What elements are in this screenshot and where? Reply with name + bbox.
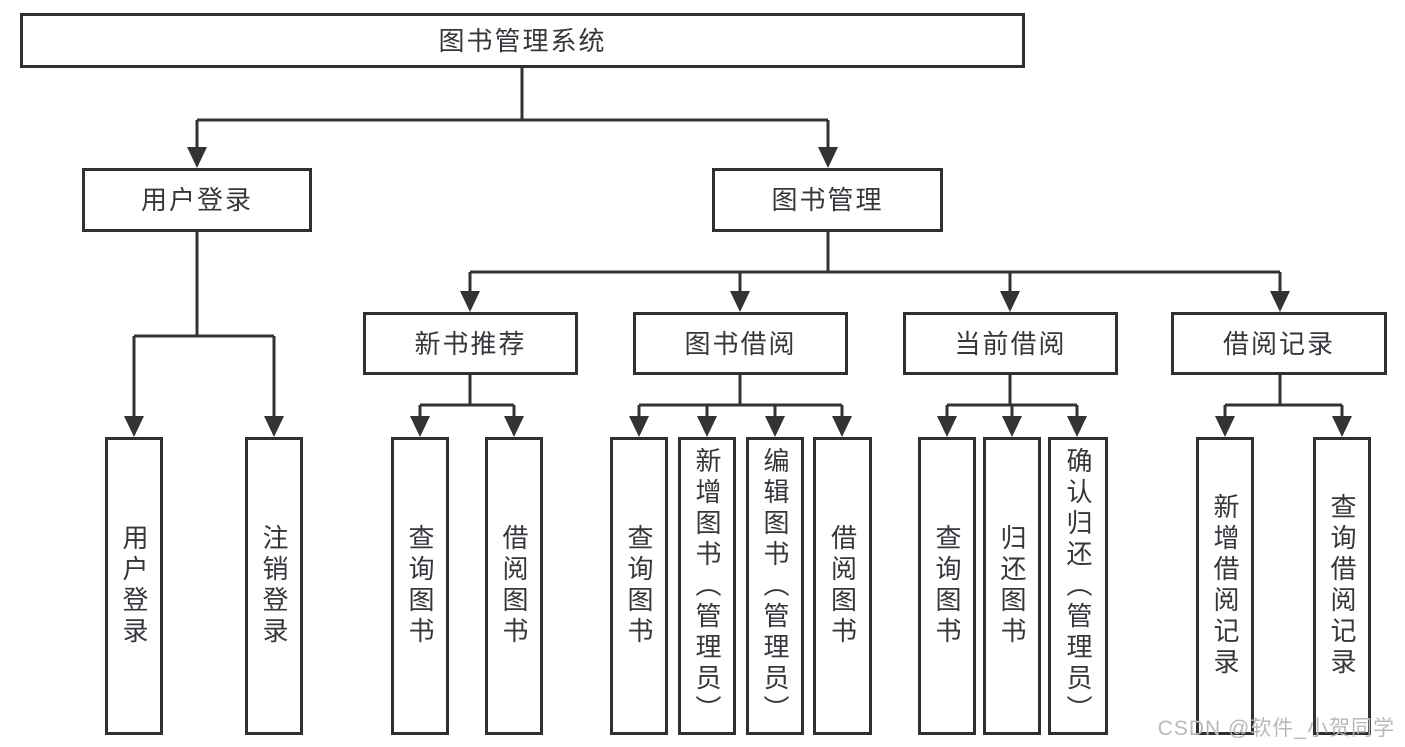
node-label: 图书借阅 — [684, 328, 797, 359]
node-label: 图书管理 — [771, 185, 884, 215]
node-label: 查询图书 — [405, 524, 435, 648]
leaf-borrow-books-borrow: 借阅图书 — [813, 437, 872, 735]
node-label: 图书管理系统 — [438, 25, 607, 56]
leaf-query-books-current: 查询图书 — [918, 437, 976, 735]
node-borrowing-records: 借阅记录 — [1171, 312, 1387, 375]
arrowhead-triangles — [124, 147, 1352, 437]
leaf-query-books-borrow: 查询图书 — [610, 437, 668, 735]
node-label: 当前借阅 — [954, 328, 1067, 359]
leaf-logout-login: 注销登录 — [245, 437, 303, 735]
node-library-management-system: 图书管理系统 — [20, 13, 1025, 68]
watermark-text: CSDN @软件_小贺同学 — [1157, 717, 1395, 740]
node-label: 查询借阅记录 — [1327, 493, 1357, 679]
leaf-borrow-books-recommend: 借阅图书 — [485, 437, 543, 735]
node-label: 查询图书 — [624, 524, 654, 648]
node-book-borrowing: 图书借阅 — [633, 312, 848, 375]
node-label: 借阅记录 — [1222, 328, 1335, 359]
leaf-return-books: 归还图书 — [983, 437, 1041, 735]
node-label: 新书推荐 — [414, 328, 527, 359]
leaf-add-borrow-record: 新增借阅记录 — [1196, 437, 1254, 735]
node-book-management: 图书管理 — [712, 168, 943, 232]
leaf-user-login: 用户登录 — [105, 437, 163, 735]
leaf-edit-books-admin: 编辑图书（管理员） — [746, 437, 804, 735]
node-label: 确认归还（管理员） — [1063, 446, 1093, 726]
node-new-book-recommend: 新书推荐 — [363, 312, 578, 375]
node-label: 注销登录 — [259, 524, 289, 648]
node-label: 编辑图书（管理员） — [760, 446, 790, 726]
leaf-query-books-recommend: 查询图书 — [391, 437, 449, 735]
node-label: 用户登录 — [119, 524, 149, 648]
leaf-confirm-return-admin: 确认归还（管理员） — [1048, 437, 1108, 735]
node-label: 用户登录 — [140, 185, 253, 215]
node-label: 新增图书（管理员） — [692, 446, 722, 726]
node-label: 借阅图书 — [827, 524, 858, 648]
node-label: 查询图书 — [932, 524, 962, 648]
node-current-borrowing: 当前借阅 — [903, 312, 1118, 375]
node-label: 借阅图书 — [499, 524, 529, 648]
node-label: 新增借阅记录 — [1210, 493, 1240, 679]
connector-lines — [132, 68, 1344, 430]
node-user-login: 用户登录 — [82, 168, 312, 232]
leaf-add-books-admin: 新增图书（管理员） — [678, 437, 736, 735]
node-label: 归还图书 — [997, 524, 1027, 648]
leaf-query-borrow-record: 查询借阅记录 — [1313, 437, 1371, 735]
